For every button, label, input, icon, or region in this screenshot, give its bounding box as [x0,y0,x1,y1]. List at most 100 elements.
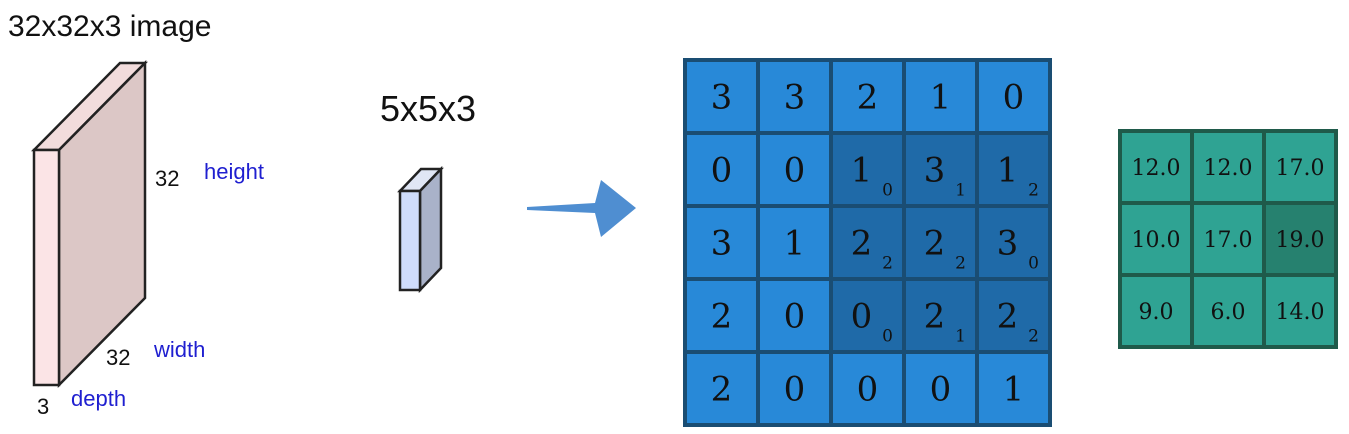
output-grid-cell-bg [1122,277,1190,345]
output-grid-value: 10.0 [1132,228,1181,253]
input-grid-value: 1 [1003,370,1025,410]
input-grid-value: 2 [997,297,1019,337]
input-grid-value: 3 [711,224,733,264]
input-grid-cell-bg [687,135,756,204]
output-grid-value: 12.0 [1132,156,1181,181]
output-grid-value: 19.0 [1276,228,1325,253]
input-grid-cell: 0 [760,281,829,350]
input-grid-cell: 0 [760,354,829,423]
input-grid-value: 1 [930,78,952,118]
convolution-arrow [527,180,636,237]
input-grid-value: 1 [851,151,873,191]
filter-volume [397,165,444,294]
output-grid-cell: 14.0 [1266,277,1334,345]
input-grid-value: 2 [851,224,873,264]
output-grid-cell: 12.0 [1194,133,1262,201]
input-grid-cell: 1 [906,62,975,131]
width-value: 32 [106,345,131,370]
input-grid-cell: 0 [687,135,756,204]
input-grid-cell-bg [760,208,829,277]
output-grid: 12.0 12.0 17.0 10.0 17.0 19.0 9.0 6.0 14.0 [1118,129,1338,349]
kernel-weight: 0 [1028,254,1039,274]
kernel-weight: 2 [1028,327,1039,347]
input-grid-cell-bg [833,62,902,131]
image-volume [31,59,148,389]
width-label: width [154,337,206,362]
input-grid-value: 0 [784,151,806,191]
input-grid-cell-bg [906,135,975,204]
input-grid-cell: 0 [833,354,902,423]
input-grid-cell-bg [833,354,902,423]
filter-volume-side [418,165,443,294]
input-grid-value: 0 [857,370,879,410]
input-grid-cell: 0 [906,354,975,423]
input-grid-cell: 3 [687,208,756,277]
input-grid-cell-bg [979,135,1048,204]
input-grid-cell-bg [979,354,1048,423]
input-grid-cell-bg [760,281,829,350]
input-grid-value: 3 [997,224,1019,264]
input-grid-cell: 2 [833,62,902,131]
output-grid-value: 9.0 [1139,300,1174,325]
kernel-weight: 2 [882,254,893,274]
input-grid-cell-bg [760,62,829,131]
input-grid-value: 0 [784,297,806,337]
output-grid-cell-bg [1266,133,1334,201]
input-grid-cell-bg [687,208,756,277]
input-grid-cell-bg [906,62,975,131]
input-grid-value: 2 [711,370,733,410]
input-grid-cell: 2 [687,354,756,423]
output-grid-cell: 17.0 [1266,133,1334,201]
output-grid-cell-bg [1194,205,1262,273]
kernel-weight: 1 [955,327,966,347]
output-grid-cell: 6.0 [1194,277,1262,345]
input-grid-cell-bg [906,281,975,350]
input-grid-cell-bg [687,354,756,423]
output-grid-cell-bg [1266,205,1334,273]
input-grid-value: 2 [857,78,879,118]
input-grid-value: 1 [997,151,1019,191]
output-grid-cell-bg [1194,133,1262,201]
input-grid-value: 2 [924,297,946,337]
output-grid-cell-bg [1266,277,1334,345]
input-grid-value: 1 [784,224,806,264]
output-grid-cell-bg [1122,133,1190,201]
input-grid-cell-bg [979,62,1048,131]
input-grid-value: 0 [784,370,806,410]
output-grid-cell-bg [1194,277,1262,345]
input-grid-cell-bg [760,354,829,423]
height-label: height [204,159,264,184]
output-grid-cell: 9.0 [1122,277,1190,345]
input-grid-cell: 1 [760,208,829,277]
input-grid-cell-bg [833,208,902,277]
output-grid-cell: 12.0 [1122,133,1190,201]
image-volume-title: 32x32x3 image [8,10,212,43]
input-grid-cell-bg [906,354,975,423]
kernel-weight: 2 [1028,181,1039,201]
kernel-weight: 0 [882,181,893,201]
input-grid-cell-bg [687,62,756,131]
input-grid-cell-bg [979,208,1048,277]
input-grid-cell-bg [833,281,902,350]
input-grid-cell: 0 [760,135,829,204]
output-grid-cell: 19.0 [1266,205,1334,273]
image-volume-front [32,148,61,387]
input-grid-value: 0 [851,297,873,337]
filter-title: 5x5x3 [380,88,477,129]
input-grid-value: 2 [924,224,946,264]
output-grid-value: 12.0 [1204,156,1253,181]
output-grid-value: 6.0 [1211,300,1246,325]
input-grid-value: 2 [711,297,733,337]
input-grid-cell: 3 [687,62,756,131]
input-grid-value: 0 [711,151,733,191]
output-grid-value: 17.0 [1204,228,1253,253]
input-grid-cell: 2 [687,281,756,350]
